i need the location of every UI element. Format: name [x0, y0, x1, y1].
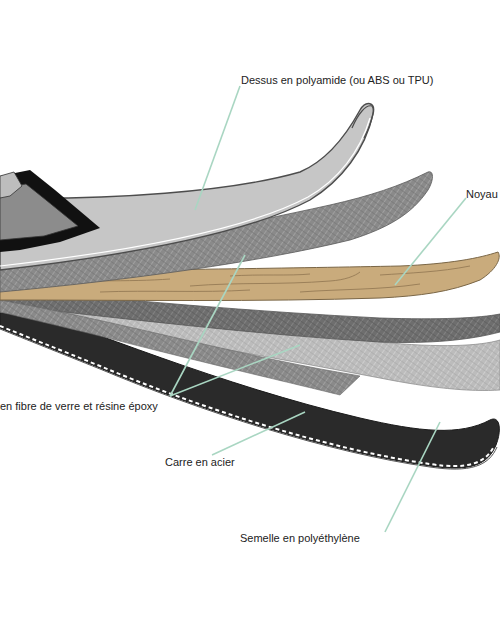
binding-heel [0, 172, 22, 198]
part-label: Semelle en polyéthylène [240, 532, 360, 545]
tip-loop [352, 106, 373, 138]
part-label: Noyau [466, 188, 498, 201]
fiberglass-lower-dark-front [0, 300, 360, 395]
part-label: en fibre de verre et résine époxy [0, 400, 158, 413]
binding [0, 170, 100, 252]
topsheet [0, 104, 374, 270]
part-label: Carre en acier [165, 456, 235, 469]
part-label: Dessus en polyamide (ou ABS ou TPU) [241, 74, 433, 87]
topsheet-edge [0, 118, 370, 266]
